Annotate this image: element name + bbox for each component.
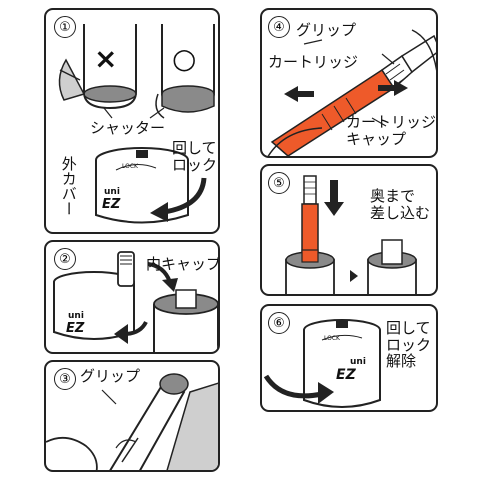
step-2-brand-mark: uni <box>68 311 84 321</box>
step-3-number: ③ <box>54 368 76 390</box>
step-2-model-mark: EZ <box>66 321 85 336</box>
step-2-illustration <box>53 251 218 352</box>
step-1-illustration <box>58 24 215 224</box>
cartridge-cap-label: カートリッジ キャップ <box>346 113 437 148</box>
brand-mark: uni <box>104 187 120 197</box>
step-6-panel: ⑥ 回して ロック 解除 LOCK uni EZ <box>260 304 438 412</box>
lock-mark: LOCK <box>122 163 138 170</box>
turn-unlock-label: 回して ロック 解除 <box>386 319 432 370</box>
step-3-panel: ③ グリップ <box>44 360 220 472</box>
right-mark: ○ <box>172 42 197 75</box>
step-5-illustration <box>285 175 417 294</box>
cartridge-label: カートリッジ <box>268 53 359 71</box>
step-6-number: ⑥ <box>268 312 290 334</box>
step-4-illustration <box>267 29 436 156</box>
step-2-panel: ② 内キャップ uni EZ <box>44 240 220 354</box>
step-6-lock-mark: LOCK <box>324 335 340 342</box>
model-mark: EZ <box>102 197 121 212</box>
step-6-model-mark: EZ <box>336 367 356 383</box>
step-5-number: ⑤ <box>268 172 290 194</box>
push-in-label: 奥まで 差し込む <box>370 187 431 222</box>
step-5-panel: ⑤ 奥まで 差し込む <box>260 164 438 296</box>
outer-cover-label: 外カバー <box>59 156 78 216</box>
step-4-number: ④ <box>268 16 290 38</box>
step-4-grip-label: グリップ <box>296 21 357 39</box>
step-3-grip-label: グリップ <box>80 367 141 385</box>
inner-cap-label: 内キャップ <box>146 255 220 273</box>
step-1-panel: ① × ○ シャッター 外カバー 回して ロック LOCK uni EZ <box>44 8 220 234</box>
step-1-number: ① <box>54 16 76 38</box>
step-3-illustration <box>46 373 218 470</box>
turn-lock-label: 回して ロック <box>172 139 218 174</box>
step-2-number: ② <box>54 248 76 270</box>
step-4-panel: ④ グリップ カートリッジ カートリッジ キャップ <box>260 8 438 158</box>
step-6-brand-mark: uni <box>350 357 366 367</box>
shutter-label: シャッター <box>90 119 166 137</box>
step-6-illustration <box>263 319 381 408</box>
wrong-mark: × <box>94 42 118 75</box>
